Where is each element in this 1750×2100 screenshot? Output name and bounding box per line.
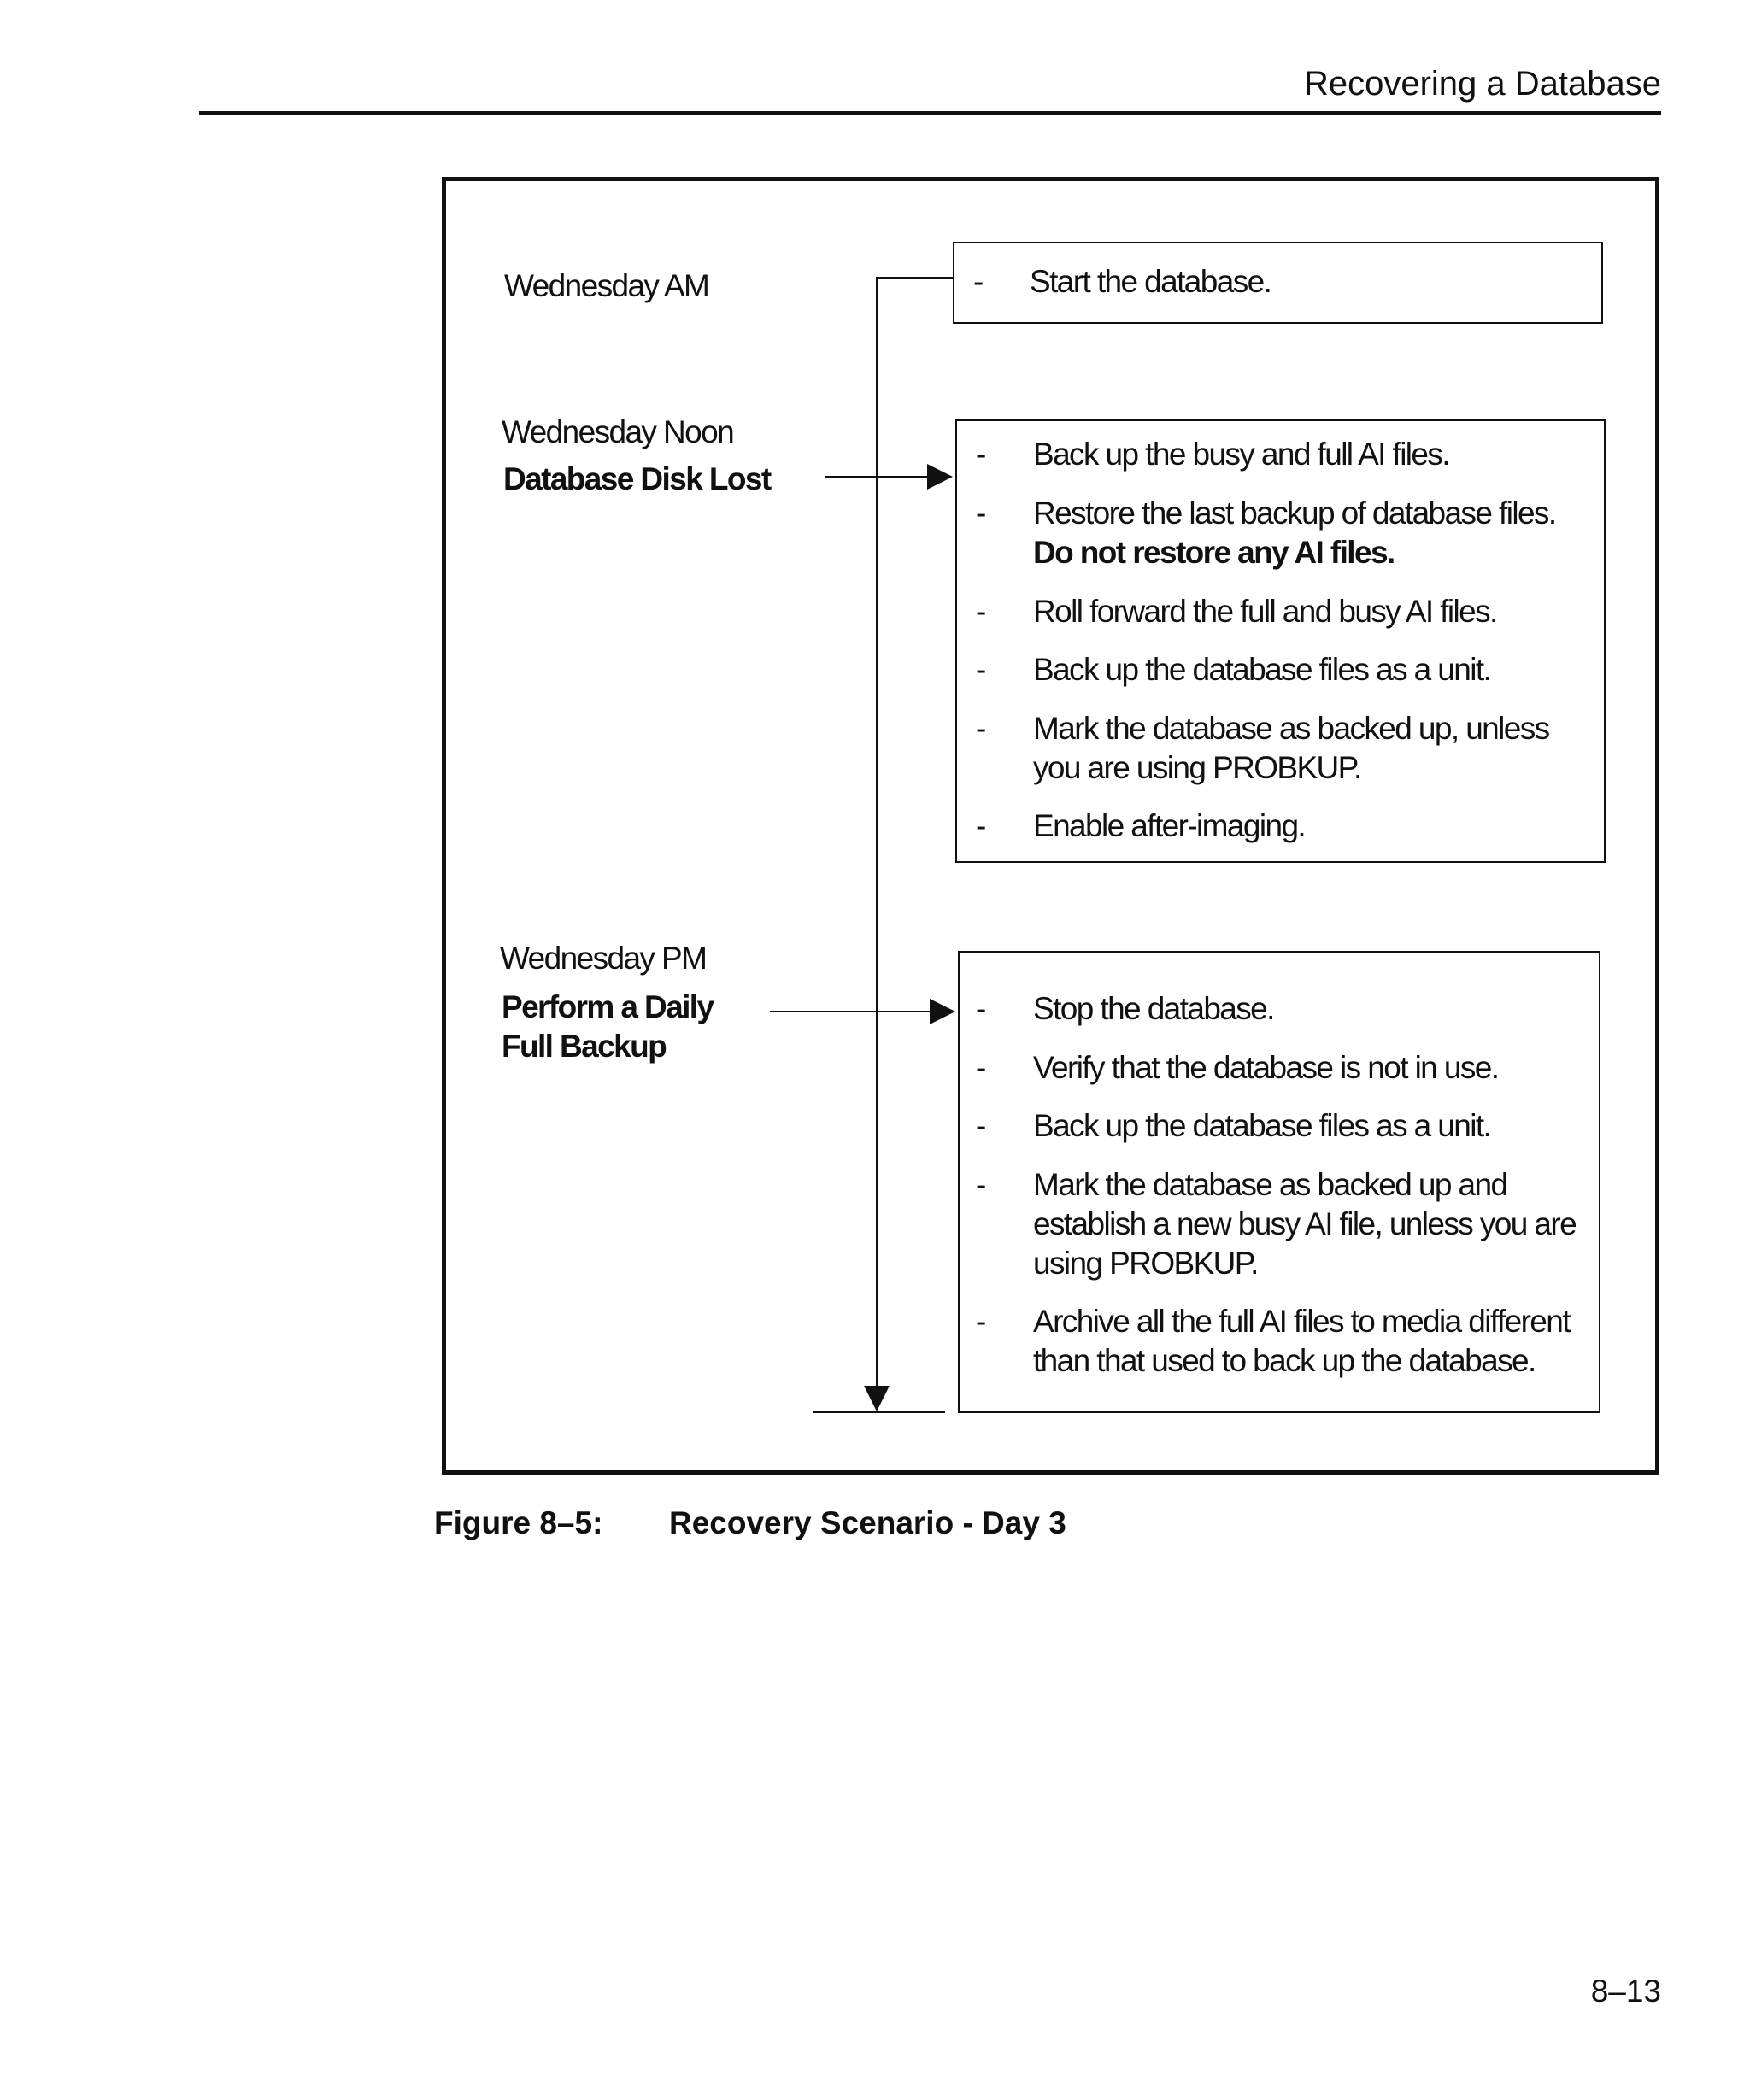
- step-dash: -: [976, 437, 986, 472]
- step-text: you are using PROBKUP.: [1033, 750, 1362, 785]
- step-text: Start the database.: [1030, 264, 1272, 299]
- step-dash: -: [976, 711, 986, 746]
- step-text: Stop the database.: [1033, 991, 1275, 1026]
- step-dash: -: [976, 496, 986, 531]
- timeline-top-tick: [876, 277, 953, 279]
- step-text: Back up the database files as a unit.: [1033, 652, 1492, 687]
- step-item: - Verify that the database is not in use…: [976, 1048, 1590, 1088]
- time-label-wednesday-pm: Wednesday PM: [500, 941, 708, 976]
- step-dash: -: [973, 264, 984, 299]
- step-text: Back up the database files as a unit.: [1033, 1108, 1492, 1143]
- event-label-daily-backup-line1: Perform a Daily: [502, 989, 714, 1024]
- step-dash: -: [976, 808, 986, 843]
- step-item: - Back up the database files as a unit.: [976, 1106, 1590, 1146]
- noon-connector-line: [825, 476, 927, 478]
- step-item: - Back up the database files as a unit.: [976, 650, 1595, 689]
- step-text: Archive all the full AI files to media d…: [1033, 1304, 1571, 1339]
- steps-box-wednesday-am: - Start the database.: [953, 242, 1603, 324]
- page-number: 8–13: [1590, 1974, 1661, 2009]
- step-dash: -: [976, 594, 986, 629]
- step-item: - Enable after-imaging.: [976, 807, 1595, 846]
- step-text: Verify that the database is not in use.: [1033, 1050, 1500, 1085]
- timeline-down-arrowhead: [864, 1386, 890, 1411]
- step-emphasis-warning: Do not restore any AI files.: [1033, 535, 1395, 570]
- timeline-bottom-rule: [813, 1411, 945, 1413]
- step-text: Back up the busy and full AI files.: [1033, 437, 1451, 472]
- step-dash: -: [976, 1304, 986, 1339]
- header-rule: [199, 111, 1661, 115]
- step-text: using PROBKUP.: [1033, 1246, 1259, 1281]
- steps-box-wednesday-noon: - Back up the busy and full AI files. - …: [955, 419, 1606, 863]
- step-text: Mark the database as backed up and: [1033, 1167, 1508, 1202]
- step-dash: -: [976, 1050, 986, 1085]
- step-item: - Mark the database as backed up and est…: [976, 1165, 1590, 1283]
- figure-caption-number: Figure 8–5:: [434, 1505, 603, 1540]
- step-text: Mark the database as backed up, unless: [1033, 711, 1550, 746]
- event-label-daily-backup-line2: Full Backup: [502, 1029, 667, 1064]
- step-dash: -: [976, 991, 986, 1026]
- step-item: - Roll forward the full and busy AI file…: [976, 592, 1595, 631]
- noon-arrowhead: [927, 464, 953, 490]
- step-text: establish a new busy AI file, unless you…: [1033, 1206, 1577, 1241]
- step-item: - Mark the database as backed up, unless…: [976, 709, 1595, 788]
- time-label-wednesday-am: Wednesday AM: [504, 268, 710, 303]
- step-text: Enable after-imaging.: [1033, 808, 1307, 843]
- step-item: - Restore the last backup of database fi…: [976, 494, 1595, 572]
- step-dash: -: [976, 1167, 986, 1202]
- pm-connector-line: [770, 1011, 930, 1012]
- step-item: - Start the database.: [973, 262, 1593, 302]
- step-item: - Stop the database.: [976, 989, 1590, 1029]
- running-head: Recovering a Database: [1303, 65, 1661, 103]
- step-text: Roll forward the full and busy AI files.: [1033, 594, 1498, 629]
- event-label-disk-lost: Database Disk Lost: [503, 461, 772, 496]
- time-label-wednesday-noon: Wednesday Noon: [502, 414, 735, 449]
- pm-arrowhead: [930, 999, 955, 1024]
- step-item: - Archive all the full AI files to media…: [976, 1302, 1590, 1381]
- figure-caption-title: Recovery Scenario - Day 3: [669, 1505, 1066, 1540]
- steps-box-wednesday-pm: - Stop the database. - Verify that the d…: [958, 951, 1600, 1413]
- timeline-vertical-line: [876, 277, 878, 1387]
- step-item: - Back up the busy and full AI files.: [976, 435, 1595, 474]
- step-dash: -: [976, 1108, 986, 1143]
- step-text: Restore the last backup of database file…: [1033, 496, 1557, 531]
- figure-frame: [442, 177, 1659, 1475]
- step-dash: -: [976, 652, 986, 687]
- step-text: than that used to back up the database.: [1033, 1343, 1536, 1378]
